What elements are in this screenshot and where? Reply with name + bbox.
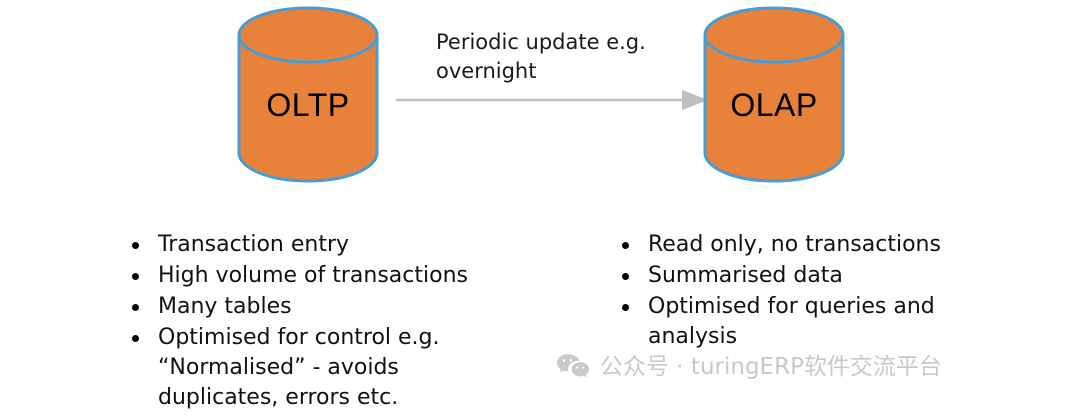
bullet-dot-icon	[622, 242, 629, 249]
bullet-dot-icon	[622, 273, 629, 280]
bullet-dot-icon	[132, 304, 139, 311]
edge-oltp-to-olap	[396, 88, 708, 112]
bullet-dot-icon	[132, 335, 139, 342]
list-item-label: Read only, no transactions	[648, 232, 941, 257]
edge-label-line-1: Periodic update e.g.	[436, 30, 646, 54]
list-item: High volume of transactions	[126, 261, 526, 291]
list-item: Read only, no transactions	[616, 230, 996, 260]
list-item: Many tables	[126, 292, 526, 322]
edge-label-line-2: overnight	[436, 59, 537, 83]
list-item-label: Transaction entry	[158, 232, 350, 257]
oltp-characteristics-list: Transaction entry High volume of transac…	[126, 230, 526, 414]
cylinder-shape-icon	[703, 6, 845, 183]
arrow-right-icon	[396, 90, 708, 110]
watermark: 公众号 · turingERP软件交流平台	[556, 352, 942, 382]
list-item: Optimised for queries and analysis	[616, 292, 996, 352]
watermark-text: 公众号 · turingERP软件交流平台	[600, 354, 942, 380]
list-item: Optimised for control e.g. “Normalised” …	[126, 323, 526, 413]
list-item: Transaction entry	[126, 230, 526, 260]
node-olap-cylinder: OLAP	[703, 5, 845, 183]
bullet-dot-icon	[622, 304, 629, 311]
wechat-icon	[557, 354, 589, 378]
list-item: Summarised data	[616, 261, 996, 291]
list-item-label: Many tables	[158, 294, 292, 319]
node-oltp-cylinder: OLTP	[237, 5, 379, 183]
olap-characteristics-list: Read only, no transactions Summarised da…	[616, 230, 996, 353]
list-item-label: Summarised data	[648, 263, 843, 288]
bullet-dot-icon	[132, 242, 139, 249]
list-item-label: High volume of transactions	[158, 263, 468, 288]
list-item-label: Optimised for control e.g. “Normalised” …	[158, 325, 440, 410]
edge-label-periodic-update: Periodic update e.g. overnight	[436, 28, 686, 86]
bullet-dot-icon	[132, 273, 139, 280]
cylinder-shape-icon	[237, 6, 379, 183]
list-item-label: Optimised for queries and analysis	[648, 294, 935, 349]
